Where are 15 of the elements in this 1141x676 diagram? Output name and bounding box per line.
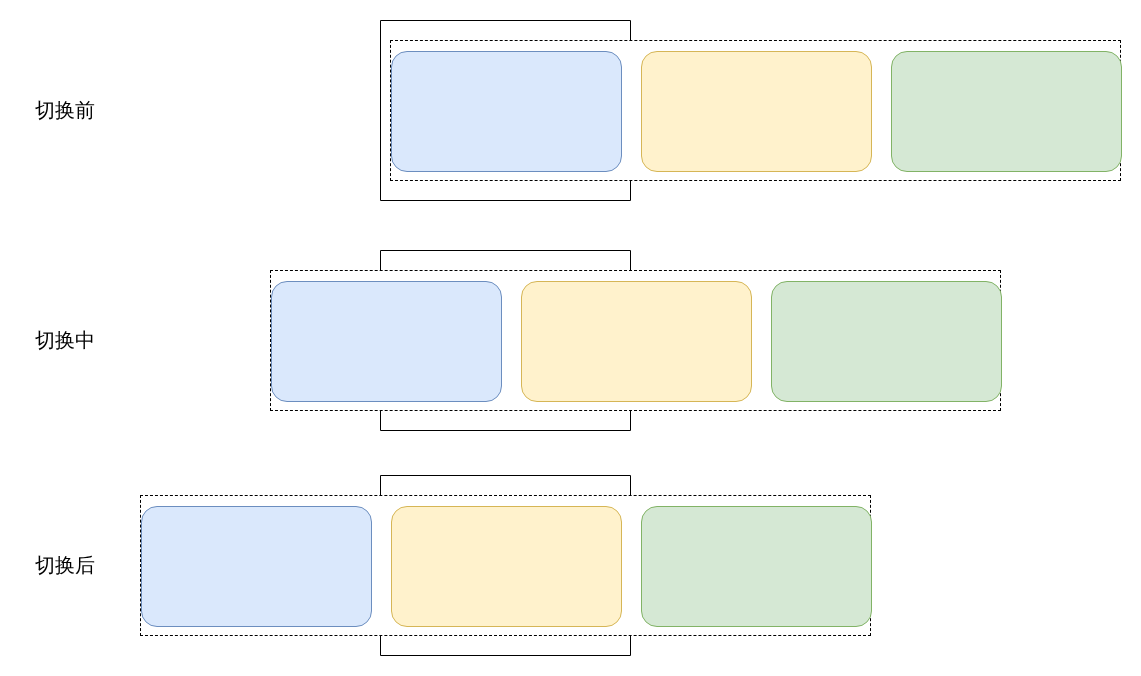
slide-card bbox=[391, 506, 622, 627]
slide-card bbox=[891, 51, 1122, 172]
track-container bbox=[140, 495, 871, 636]
stage-label: 切换中 bbox=[35, 327, 95, 354]
slide-card bbox=[391, 51, 622, 172]
stage-label: 切换前 bbox=[35, 97, 95, 124]
track-container bbox=[270, 270, 1001, 411]
slide-card bbox=[521, 281, 752, 402]
slide-card bbox=[641, 506, 872, 627]
track-container bbox=[390, 40, 1121, 181]
stage-label: 切换后 bbox=[35, 552, 95, 579]
slide-card bbox=[641, 51, 872, 172]
slide-card bbox=[271, 281, 502, 402]
slide-card bbox=[771, 281, 1002, 402]
slide-card bbox=[141, 506, 372, 627]
